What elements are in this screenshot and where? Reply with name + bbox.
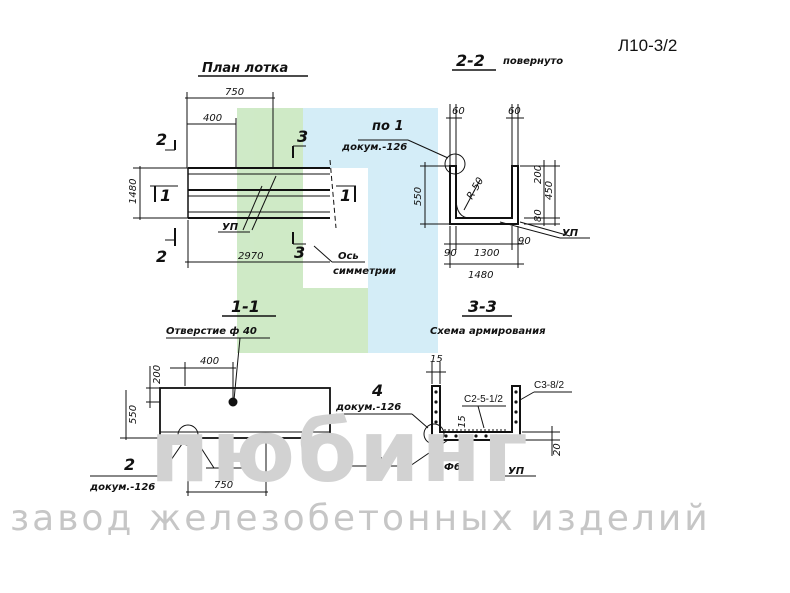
s11-doc-ref: докум.-126 — [89, 482, 155, 493]
s22-dim-550: 550 — [413, 187, 424, 206]
s22-up-label: УП — [562, 228, 579, 239]
s11-dim-200: 200 — [152, 365, 163, 384]
plan-mark-2-bottom: 2 — [156, 247, 167, 266]
s11-dim-550: 550 — [128, 405, 139, 424]
plan-mark-3-top: 3 — [297, 127, 308, 146]
s33-bar-label: Ф6 — [444, 462, 461, 473]
s33-dim-15-top: 15 — [430, 354, 443, 365]
plan-view: План лотка 750 400 1480 2 2 1 — [128, 61, 396, 277]
s33-mesh-a: С3-8/2 — [534, 380, 564, 391]
plan-symmetry-label: симметрии — [333, 266, 396, 277]
s11-hole-label: Отверстие ф 40 — [166, 325, 257, 337]
s22-dim-80: 80 — [533, 209, 544, 222]
s22-doc-ref: докум.-126 — [341, 142, 407, 153]
plan-dim-750: 750 — [225, 87, 244, 98]
section-1-1: 1-1 Отверстие ф 40 400 200 550 750 2 док… — [89, 297, 331, 496]
plan-title: План лотка — [202, 61, 288, 76]
s22-dim-90-left: 90 — [444, 248, 457, 259]
plan-axis-label: Ось — [338, 251, 359, 262]
s22-pos-number: по 1 — [372, 119, 403, 134]
plan-dim-1480: 1480 — [128, 179, 139, 204]
s33-dim-15-inner: 15 — [457, 415, 468, 428]
s33-up-left: УП — [366, 456, 383, 467]
s22-dim-1300: 1300 — [474, 248, 499, 259]
plan-dim-2970: 2970 — [238, 251, 263, 262]
s33-mesh-b: С2-5-1/2 — [464, 394, 503, 405]
s22-dim-60-left: 60 — [452, 106, 465, 117]
plan-mark-1-right: 1 — [340, 186, 351, 205]
plan-mark-3-bottom: 3 — [294, 243, 305, 262]
plan-mark-2-top: 2 — [156, 130, 167, 149]
s22-note: повернуто — [503, 56, 563, 67]
watermark-subtitle: завод железобетонных изделий — [10, 498, 711, 539]
s33-scheme-label: Схема армирования — [430, 326, 546, 337]
s11-title: 1-1 — [231, 297, 260, 316]
s22-dim-200: 200 — [533, 165, 544, 184]
s11-pos-number: 2 — [124, 455, 135, 474]
s11-dim-750: 750 — [214, 480, 233, 491]
sheet-code: Л10-3/2 — [618, 36, 678, 55]
s11-up-label: УП — [218, 456, 235, 467]
s33-dim-20: 20 — [552, 443, 563, 456]
section-3-3: 3-3 Схема армирования 15 15 20 С3-8/2 С2… — [335, 297, 572, 477]
plan-mark-1-left: 1 — [160, 186, 171, 205]
s22-title: 2-2 — [456, 51, 485, 70]
s33-doc-ref: докум.-126 — [335, 402, 401, 413]
s22-dim-1480: 1480 — [468, 270, 493, 281]
s11-dim-400: 400 — [200, 356, 219, 367]
s33-up-right: УП — [508, 466, 525, 477]
plan-dim-400: 400 — [203, 113, 222, 124]
s22-dim-450: 450 — [544, 181, 555, 200]
s22-dim-r50: R-50 — [465, 176, 486, 202]
s22-dim-90-right: 90 — [518, 236, 531, 247]
plan-up-label: УП — [222, 222, 239, 233]
section-2-2: 2-2 повернуто 60 60 200 450 80 550 R-50 — [341, 51, 590, 281]
s22-dim-60-right: 60 — [508, 106, 521, 117]
watermark-brand: пюбинг — [150, 402, 530, 502]
s33-title: 3-3 — [468, 297, 497, 316]
rebar-dots — [434, 390, 518, 438]
s33-pos-number: 4 — [371, 381, 383, 400]
